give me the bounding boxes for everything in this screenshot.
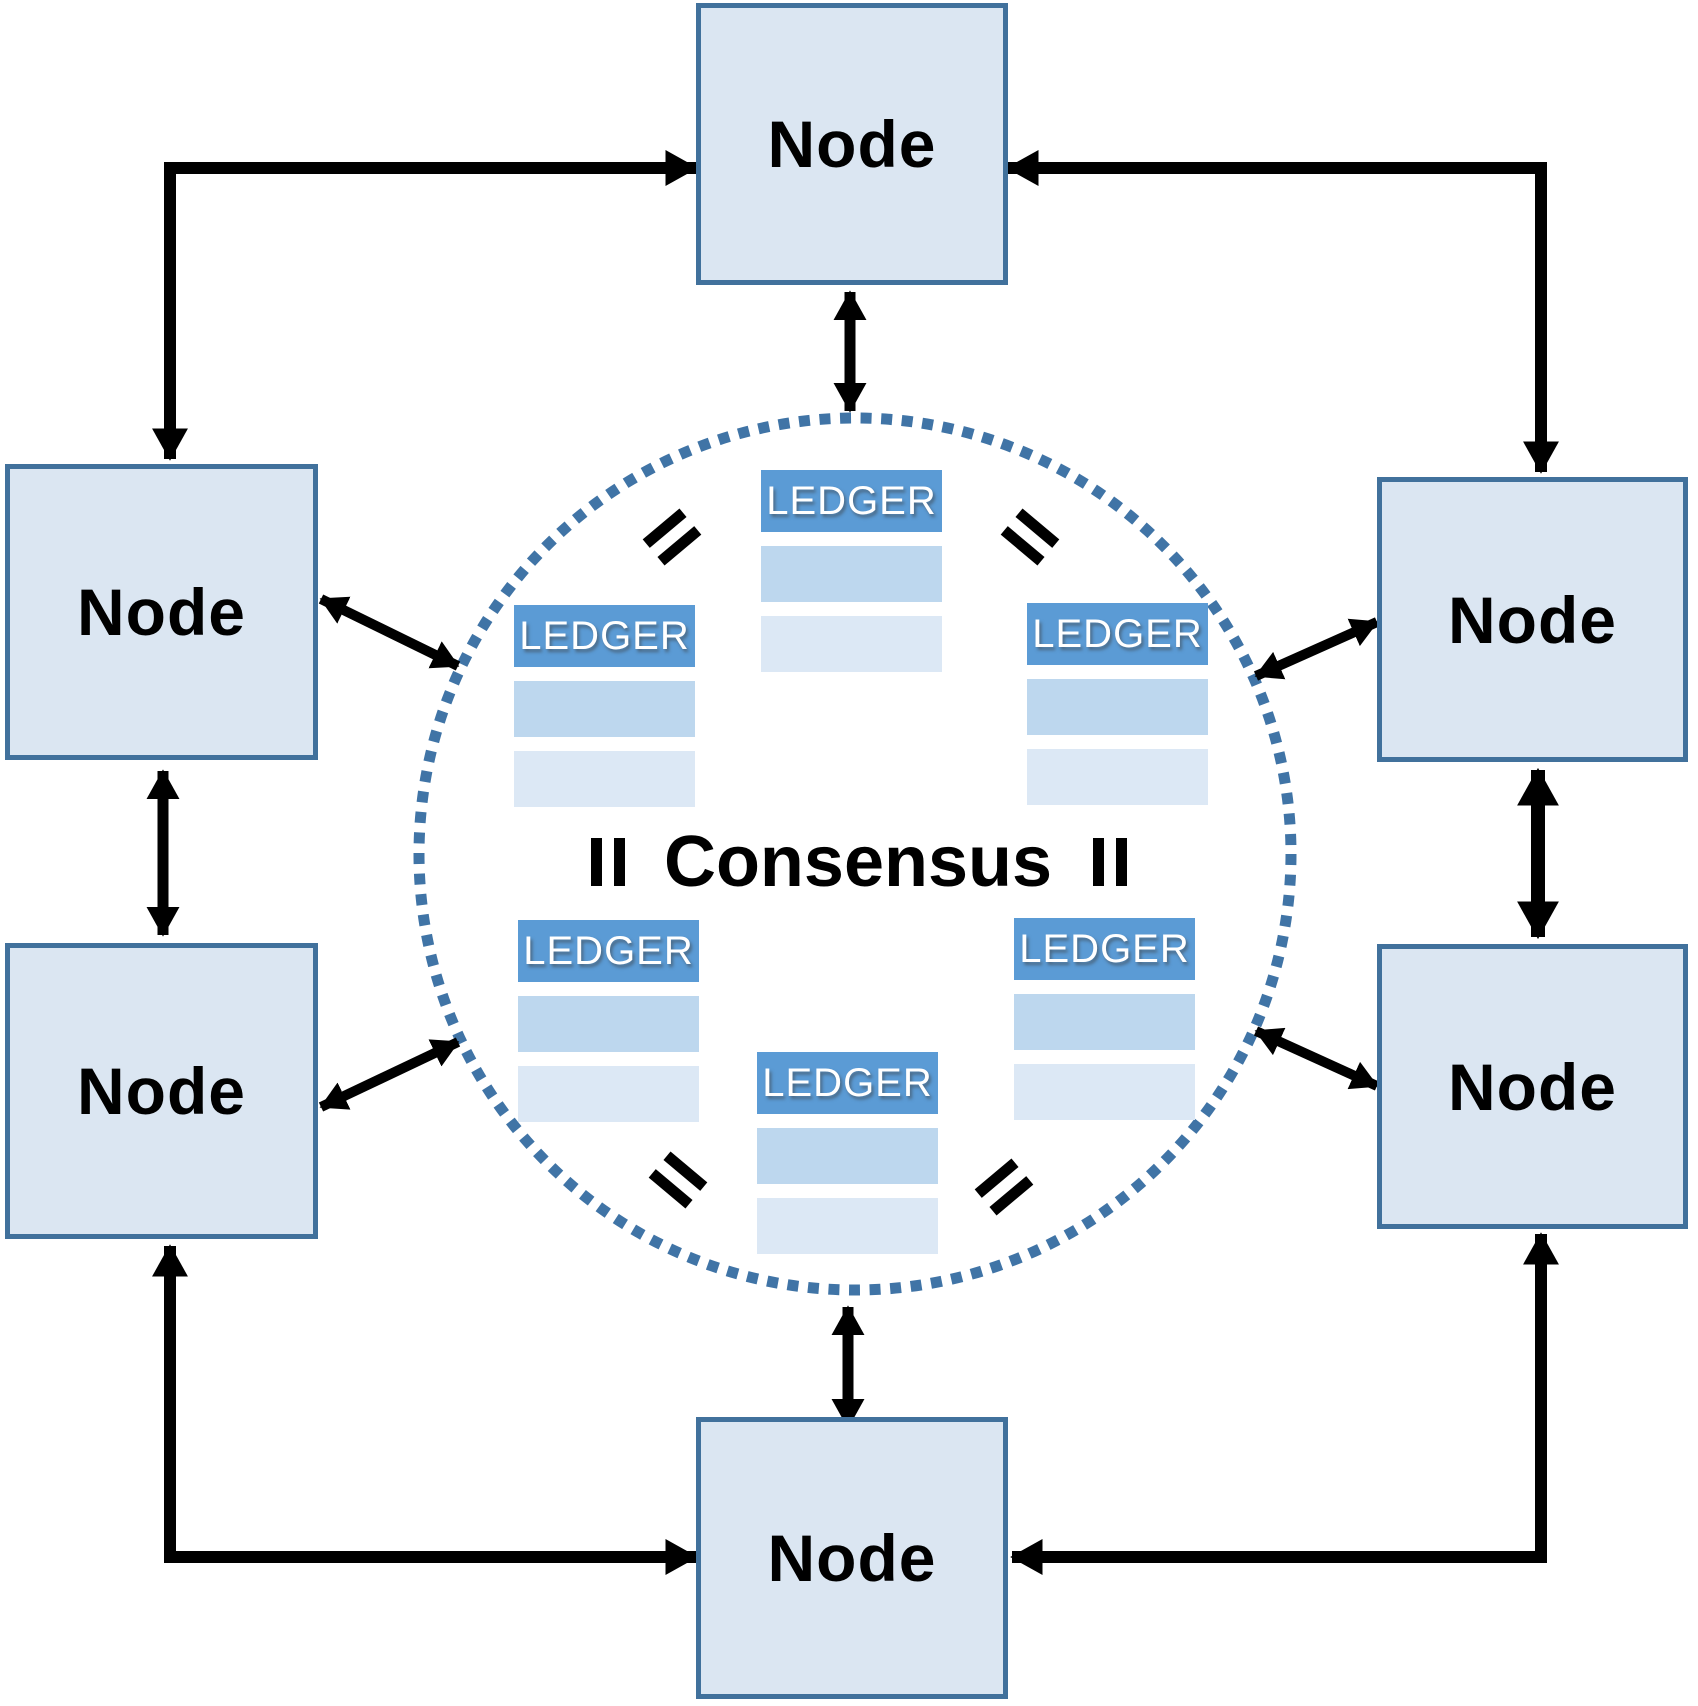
ledger-row2-mid-left <box>514 751 695 807</box>
ledger-header-mid-right: LEDGER <box>1027 603 1208 665</box>
ledger-table-mid-left: LEDGER <box>514 605 695 807</box>
arrow-right-lower-ring <box>1253 1026 1380 1091</box>
ledger-row1-mid-right <box>1027 679 1208 735</box>
ledger-header-low-left: LEDGER <box>518 920 699 982</box>
node-box-left-lower: Node <box>5 943 318 1239</box>
ledger-row2-top-center <box>761 616 942 672</box>
equals-bar <box>1116 838 1127 886</box>
ledger-header-top-center: LEDGER <box>761 470 942 532</box>
node-label-bottom: Node <box>767 1521 937 1595</box>
ledger-row2-bottom-center <box>757 1198 938 1254</box>
elbow-bottom-right <box>1010 1232 1559 1575</box>
equals-mid-left <box>591 838 625 886</box>
arrow-right-upper-ring <box>1253 617 1380 681</box>
node-box-right-upper: Node <box>1377 477 1688 762</box>
node-box-top: Node <box>696 3 1008 285</box>
ledger-row2-low-left <box>518 1066 699 1122</box>
ledger-header-bottom-center: LEDGER <box>757 1052 938 1114</box>
equals-bar <box>614 838 625 886</box>
elbow-top-left <box>152 150 698 461</box>
equals-mid-right <box>1093 838 1127 886</box>
consensus-label: Consensus <box>663 822 1053 902</box>
ledger-row1-low-left <box>518 996 699 1052</box>
ledger-row1-mid-left <box>514 681 695 737</box>
ledger-row2-low-right <box>1014 1064 1195 1120</box>
ledger-table-low-left: LEDGER <box>518 920 699 1122</box>
arrow-left-lower-ring <box>318 1037 461 1112</box>
node-label-left-lower: Node <box>77 1054 246 1128</box>
elbow-bottom-left <box>152 1244 698 1575</box>
ledger-row2-mid-right <box>1027 749 1208 805</box>
consensus-ring-circle <box>413 412 1297 1296</box>
ledger-table-bottom-center: LEDGER <box>757 1052 938 1254</box>
node-label-top: Node <box>767 107 937 181</box>
arrow-left-upper-ring <box>318 594 461 671</box>
ledger-row1-top-center <box>761 546 942 602</box>
ledger-row1-bottom-center <box>757 1128 938 1184</box>
equals-bar <box>1093 838 1104 886</box>
ledger-header-mid-left: LEDGER <box>514 605 695 667</box>
ledger-table-low-right: LEDGER <box>1014 918 1195 1120</box>
node-label-right-lower: Node <box>1448 1049 1617 1124</box>
equals-bar <box>591 838 602 886</box>
node-box-bottom: Node <box>696 1417 1008 1699</box>
node-label-right-upper: Node <box>1448 582 1617 657</box>
ledger-row1-low-right <box>1014 994 1195 1050</box>
node-box-left-upper: Node <box>5 464 318 760</box>
node-label-left-upper: Node <box>77 575 246 649</box>
ledger-table-top-center: LEDGER <box>761 470 942 672</box>
ledger-table-mid-right: LEDGER <box>1027 603 1208 805</box>
ledger-header-low-right: LEDGER <box>1014 918 1195 980</box>
node-box-right-lower: Node <box>1377 944 1688 1229</box>
elbow-top-right <box>1006 150 1559 474</box>
